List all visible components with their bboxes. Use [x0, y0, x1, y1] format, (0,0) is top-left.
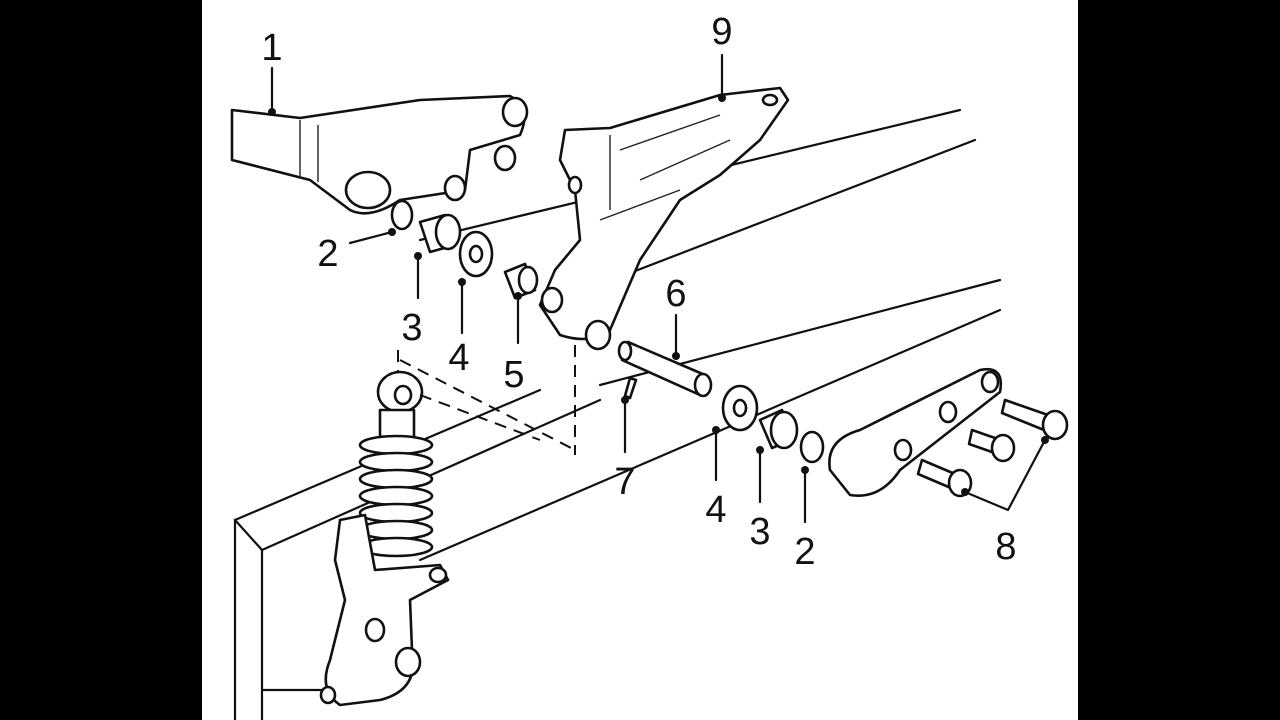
- callout-4-lower: 4: [705, 489, 726, 531]
- callout-6: 6: [665, 273, 686, 315]
- sleeve-part-5: [503, 262, 539, 300]
- callout-7: 7: [614, 461, 635, 503]
- washer-part-4: [458, 230, 494, 278]
- leader-lines: [268, 53, 1049, 524]
- callout-2: 2: [317, 233, 338, 275]
- bolts-part-8: [916, 398, 1069, 498]
- shock-absorber: [319, 370, 450, 707]
- pin-part-6: [617, 340, 713, 398]
- washer-part-4-lower: [721, 384, 759, 432]
- callout-3-lower: 3: [749, 511, 770, 553]
- axle-arm-part-1: [230, 94, 529, 215]
- link-arm: [828, 367, 1003, 498]
- grease-nipple-part-7: [623, 376, 638, 400]
- callout-8: 8: [995, 526, 1016, 568]
- diagram-canvas: 1 2 3 4 5 6 7 4 3 2 8 9: [202, 0, 1078, 720]
- snap-ring-part-2-lower: [799, 430, 825, 464]
- callout-1: 1: [261, 27, 282, 69]
- snap-ring-part-2: [390, 199, 414, 231]
- callout-4: 4: [448, 337, 469, 379]
- bushing-part-3: [418, 213, 462, 254]
- callout-9: 9: [711, 11, 732, 53]
- alignment-lines: [397, 345, 576, 455]
- callout-3: 3: [401, 307, 422, 349]
- bushing-part-3-lower: [758, 408, 799, 450]
- callout-2-lower: 2: [794, 531, 815, 573]
- bracket-part-9: [538, 86, 790, 351]
- callout-5: 5: [503, 354, 524, 396]
